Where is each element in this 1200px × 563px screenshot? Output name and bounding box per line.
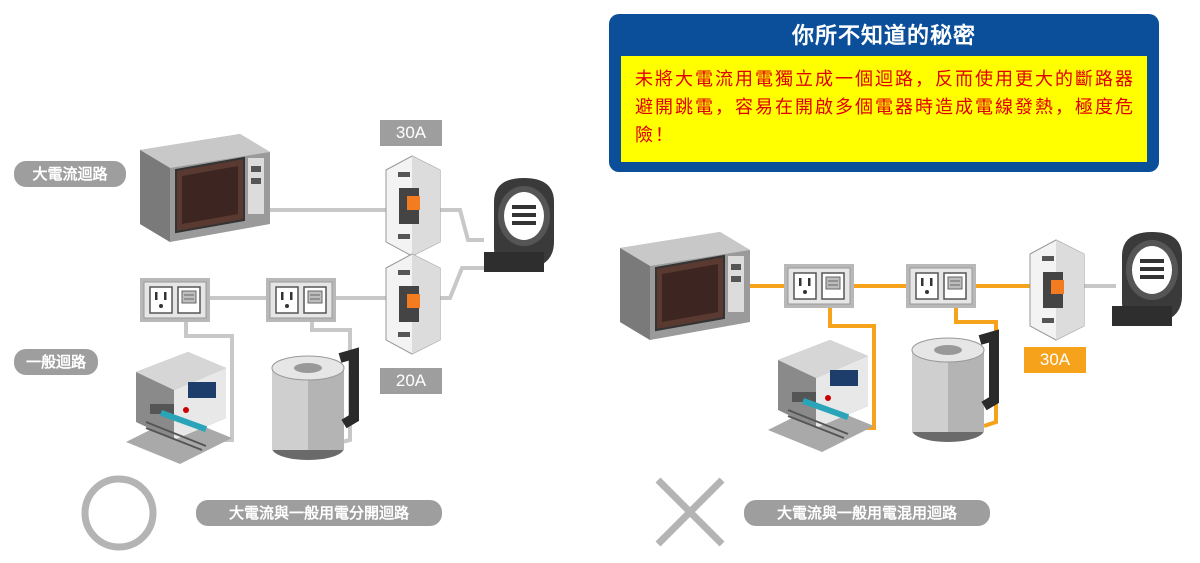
circle-icon: [81, 475, 157, 551]
notice-body-box: 未將大電流用電獨立成一個迴路，反而使用更大的斷路器避開跳電，容易在開啟多個電器時…: [621, 56, 1147, 162]
left-kettle: [272, 354, 354, 460]
warning-notice: 你所不知道的秘密 未將大電流用電獨立成一個迴路，反而使用更大的斷路器避開跳電，容…: [609, 14, 1159, 172]
mixed-circuit-caption: 大電流與一般用電混用迴路: [744, 500, 990, 526]
right-coffee-machine: [767, 339, 875, 453]
notice-title: 你所不知道的秘密: [791, 24, 976, 49]
right-kettle: [912, 336, 994, 442]
breaker-high-label: 30A: [380, 120, 442, 146]
general-circuit-label: 一般迴路: [14, 349, 98, 375]
left-microwave: [139, 133, 271, 243]
breaker-general-label: 20A: [380, 368, 442, 394]
left-breaker-high: [385, 155, 441, 257]
notice-body: 未將大電流用電獨立成一個迴路，反而使用更大的斷路器避開跳電，容易在開啟多個電器時…: [635, 69, 1135, 146]
right-outlet-2: [905, 263, 977, 309]
left-outlet-1: [139, 277, 211, 323]
left-breaker-general: [385, 253, 441, 355]
right-breaker: [1029, 239, 1085, 341]
left-meter: [484, 178, 554, 272]
right-microwave: [619, 231, 751, 341]
left-wires: [184, 208, 484, 446]
right-meter: [1112, 232, 1182, 326]
right-outlet-1: [783, 263, 855, 309]
separate-circuit-caption: 大電流與一般用電分開迴路: [196, 500, 442, 526]
high-circuit-label: 大電流迴路: [14, 161, 126, 187]
cross-icon: [655, 477, 725, 547]
left-coffee-machine: [125, 351, 233, 465]
breaker-mixed-label: 30A: [1024, 347, 1086, 373]
left-outlet-2: [265, 277, 337, 323]
